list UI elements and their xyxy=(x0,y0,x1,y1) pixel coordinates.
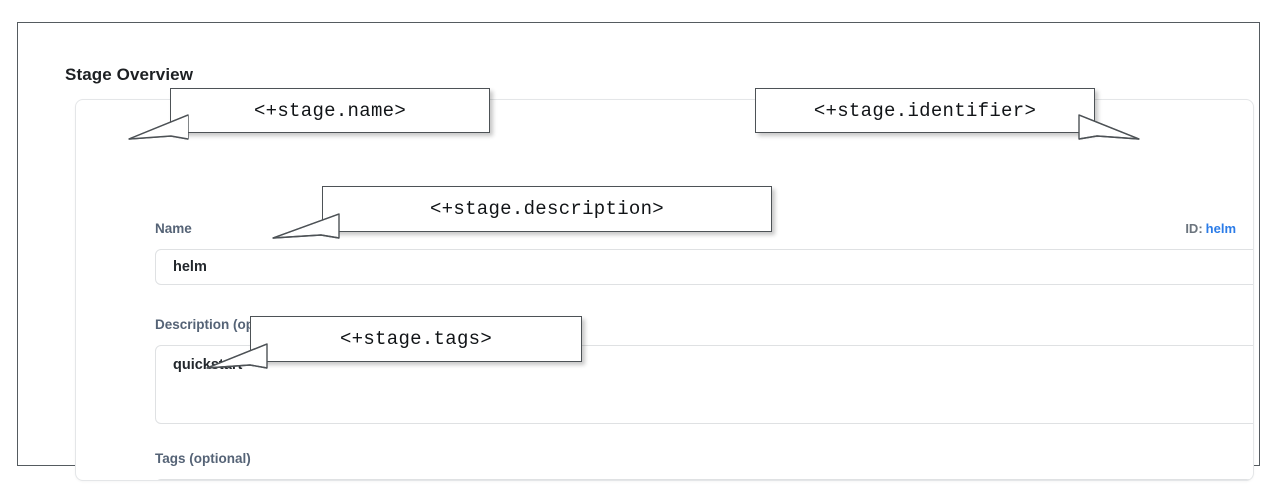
name-input[interactable]: helm xyxy=(155,249,1253,285)
stage-identifier-label: ID: xyxy=(1185,221,1203,236)
name-field-label: Name xyxy=(155,221,192,236)
stage-overview-card: Name helm ID:helm Description (optional)… xyxy=(75,99,1254,481)
callout-stage-description: <+stage.description> xyxy=(322,186,772,232)
stage-identifier-readout: ID:helm xyxy=(1185,221,1236,236)
tags-input[interactable]: docs × xyxy=(155,479,1253,480)
callout-stage-tags-tail xyxy=(206,343,268,369)
callout-stage-identifier-tail xyxy=(1078,114,1140,140)
callout-stage-name-tail xyxy=(128,114,189,140)
stage-identifier-value[interactable]: helm xyxy=(1205,221,1236,236)
callout-stage-tags: <+stage.tags> xyxy=(250,316,582,362)
callout-stage-description-tail xyxy=(272,213,340,239)
tags-field-label: Tags (optional) xyxy=(155,451,251,466)
page-title: Stage Overview xyxy=(65,65,194,84)
callout-stage-name: <+stage.name> xyxy=(170,88,490,133)
callout-stage-identifier: <+stage.identifier> xyxy=(755,88,1095,133)
